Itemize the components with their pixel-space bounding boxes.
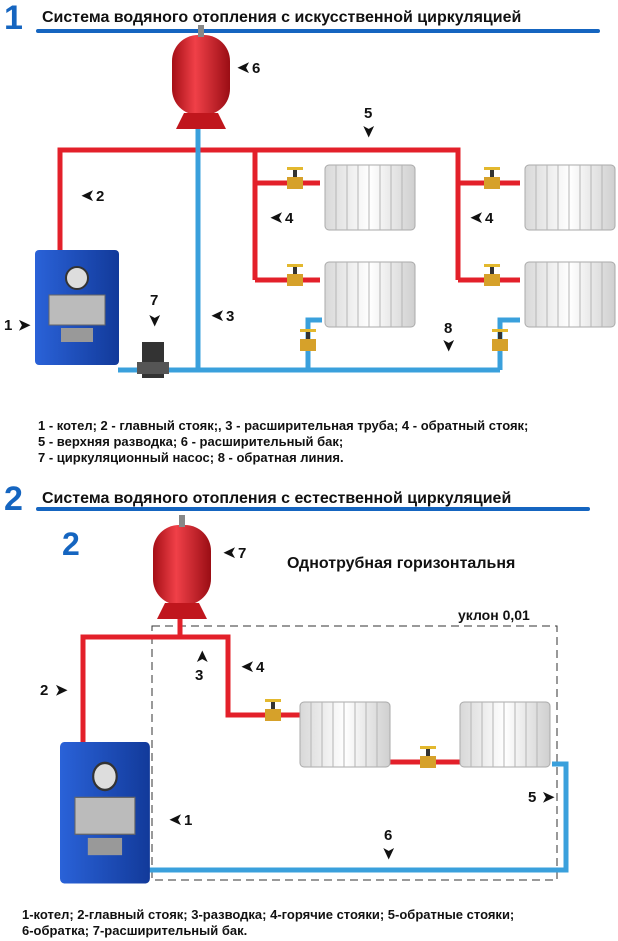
- label-5: 5: [528, 789, 536, 806]
- radiator-icon: [324, 261, 416, 328]
- valve-icon: [492, 329, 508, 351]
- section1-number: 1: [4, 0, 23, 37]
- svg-text:➤: ➤: [360, 125, 377, 138]
- expansion-tank-icon: [153, 515, 211, 619]
- radiator-icon: [524, 164, 616, 231]
- section2-legend: 1-котел; 2-главный стояк; 3-разводка; 4-…: [22, 907, 514, 938]
- valve-icon: [300, 329, 316, 351]
- section2-title: Система водяного отопления с естественно…: [42, 490, 511, 507]
- slope-label: уклон 0,01: [458, 607, 530, 623]
- svg-text:➤: ➤: [211, 307, 224, 324]
- radiator-icon: [459, 701, 551, 768]
- label-3: 3: [195, 667, 203, 684]
- section2-labels: 1➤ 2➤ 3➤ 4➤ 5➤ 6➤ 7➤: [40, 544, 555, 860]
- svg-text:➤: ➤: [223, 544, 236, 561]
- svg-text:1-котел; 2-главный стояк; 3-ра: 1-котел; 2-главный стояк; 3-разводка; 4-…: [22, 907, 514, 922]
- section2-number: 2: [4, 480, 23, 518]
- label-4b: 4: [485, 210, 494, 227]
- label-7: 7: [238, 545, 246, 562]
- valve-icon: [484, 167, 500, 189]
- svg-text:6-обратка; 7-расширительный ба: 6-обратка; 7-расширительный бак.: [22, 923, 247, 938]
- svg-text:➤: ➤: [18, 317, 31, 334]
- boiler-icon: [34, 249, 120, 366]
- svg-text:7 - циркуляционный насос; 8 -: 7 - циркуляционный насос; 8 - обратная л…: [38, 450, 344, 465]
- section2-big-number: 2: [62, 526, 80, 562]
- label-2: 2: [96, 188, 104, 205]
- section1-title: Система водяного отопления с искусственн…: [42, 9, 521, 26]
- label-4a: 4: [285, 210, 294, 227]
- svg-text:5 - верхняя разводка; 6 - расш: 5 - верхняя разводка; 6 - расширительный…: [38, 434, 343, 449]
- svg-text:➤: ➤: [81, 187, 94, 204]
- label-6: 6: [252, 60, 260, 77]
- label-2: 2: [40, 682, 48, 699]
- section2-cold-pipes: [140, 761, 569, 873]
- section2-hot-pipes: [80, 615, 460, 765]
- radiator-icon: [324, 164, 416, 231]
- label-3: 3: [226, 308, 234, 325]
- svg-text:➤: ➤: [55, 682, 68, 699]
- section2-subtitle: Однотрубная горизонтальня: [287, 555, 515, 572]
- svg-text:➤: ➤: [194, 650, 211, 663]
- section1-labels: 1➤ 2➤ 3➤ 4➤ 4➤ 5➤ 6➤ 7➤ 8➤: [4, 59, 494, 352]
- label-4: 4: [256, 659, 265, 676]
- label-5: 5: [364, 105, 372, 122]
- svg-text:➤: ➤: [146, 314, 163, 327]
- label-1: 1: [4, 317, 12, 334]
- radiator-icon: [524, 261, 616, 328]
- valve-icon: [287, 264, 303, 286]
- expansion-tank-icon: [172, 25, 230, 129]
- svg-text:➤: ➤: [440, 339, 457, 352]
- pump-icon: [137, 342, 169, 378]
- svg-text:➤: ➤: [470, 209, 483, 226]
- label-7: 7: [150, 292, 158, 309]
- svg-text:➤: ➤: [270, 209, 283, 226]
- valve-icon: [265, 699, 281, 721]
- valve-icon: [287, 167, 303, 189]
- svg-text:➤: ➤: [237, 59, 250, 76]
- label-1: 1: [184, 812, 192, 829]
- svg-text:➤: ➤: [380, 847, 397, 860]
- slope-frame: [151, 625, 558, 881]
- section1-cold-pipes: [118, 128, 520, 373]
- label-8: 8: [444, 320, 452, 337]
- svg-text:➤: ➤: [241, 658, 254, 675]
- svg-text:1 - котел; 2 - главный стояк;,: 1 - котел; 2 - главный стояк;, 3 - расши…: [38, 418, 528, 433]
- section1-legend: 1 - котел; 2 - главный стояк;, 3 - расши…: [38, 418, 528, 465]
- svg-text:➤: ➤: [542, 789, 555, 806]
- boiler-icon: [58, 740, 152, 885]
- radiator-icon: [299, 701, 391, 768]
- valve-icon: [484, 264, 500, 286]
- label-6: 6: [384, 827, 392, 844]
- valve-icon: [420, 746, 436, 768]
- svg-text:➤: ➤: [169, 811, 182, 828]
